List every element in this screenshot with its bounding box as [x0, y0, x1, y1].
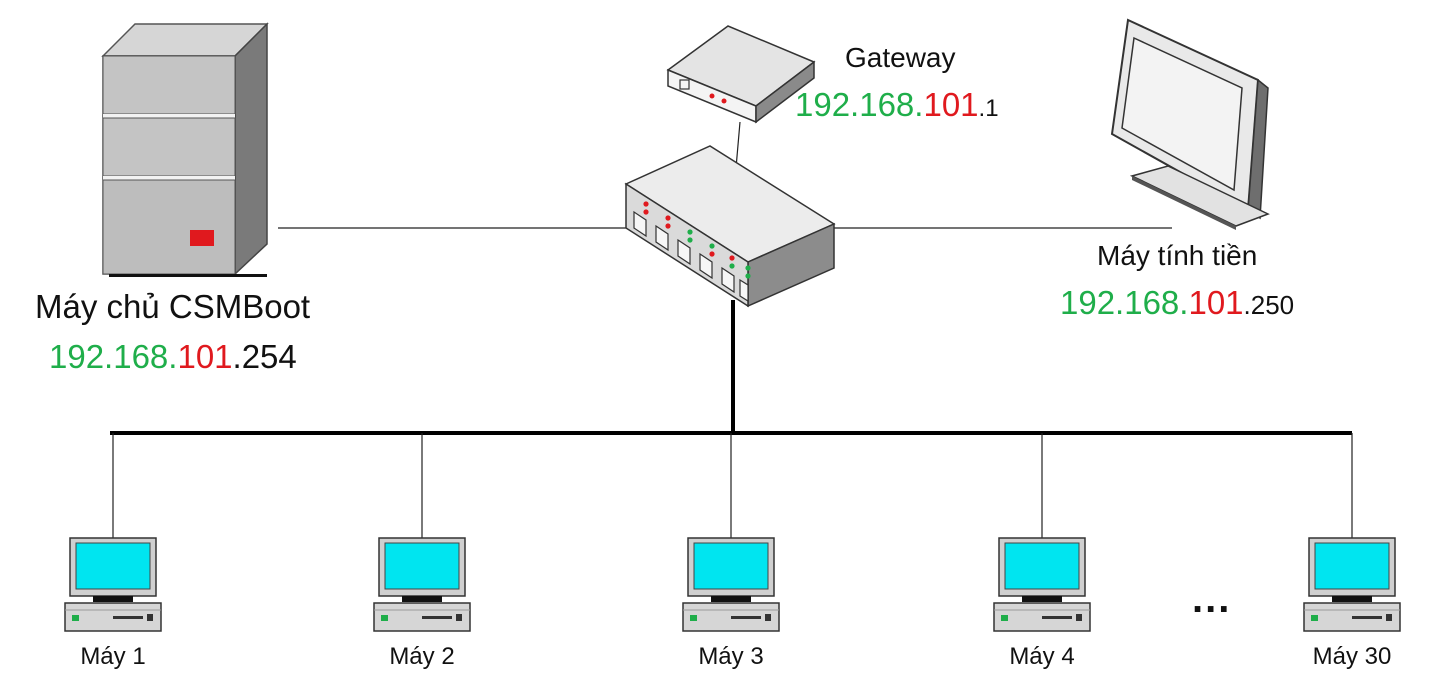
- client-label: Máy 30: [1312, 643, 1392, 670]
- cashier-ip: 192.168.101.250: [1060, 284, 1295, 321]
- client-label: Máy 3: [698, 643, 764, 670]
- gateway-name: Gateway: [845, 42, 956, 73]
- cashier-name: Máy tính tiền: [1097, 240, 1258, 271]
- desktop-computer-icon: [1303, 537, 1401, 632]
- router-icon: [666, 25, 816, 124]
- desktop-computer-icon: [64, 537, 162, 632]
- server-power-led: [190, 230, 214, 246]
- client-label: Máy 1: [80, 643, 146, 670]
- client-label: Máy 4: [1009, 643, 1075, 670]
- desktop-computer-icon: [993, 537, 1091, 632]
- desktop-computer-icon: [373, 537, 471, 632]
- server-name: Máy chủ CSMBoot: [35, 288, 311, 325]
- client-computer: Máy 3: [681, 536, 781, 671]
- client-computer: Máy 2: [372, 536, 472, 671]
- crt-monitor-icon: [1110, 18, 1270, 230]
- gateway-link: [735, 121, 741, 169]
- server-ip: 192.168.101.254: [49, 338, 297, 375]
- client-computer: Máy 30: [1302, 536, 1402, 671]
- client-computer: Máy 4: [992, 536, 1092, 671]
- desktop-computer-icon: [682, 537, 780, 632]
- client-label: Máy 2: [389, 643, 455, 670]
- gateway-ip: 192.168.101.1: [795, 86, 999, 123]
- client-computer: Máy 1: [63, 536, 163, 671]
- server-tower-icon: [101, 22, 269, 277]
- network-switch-icon: [624, 145, 836, 308]
- more-clients-ellipsis: ...: [1192, 577, 1232, 621]
